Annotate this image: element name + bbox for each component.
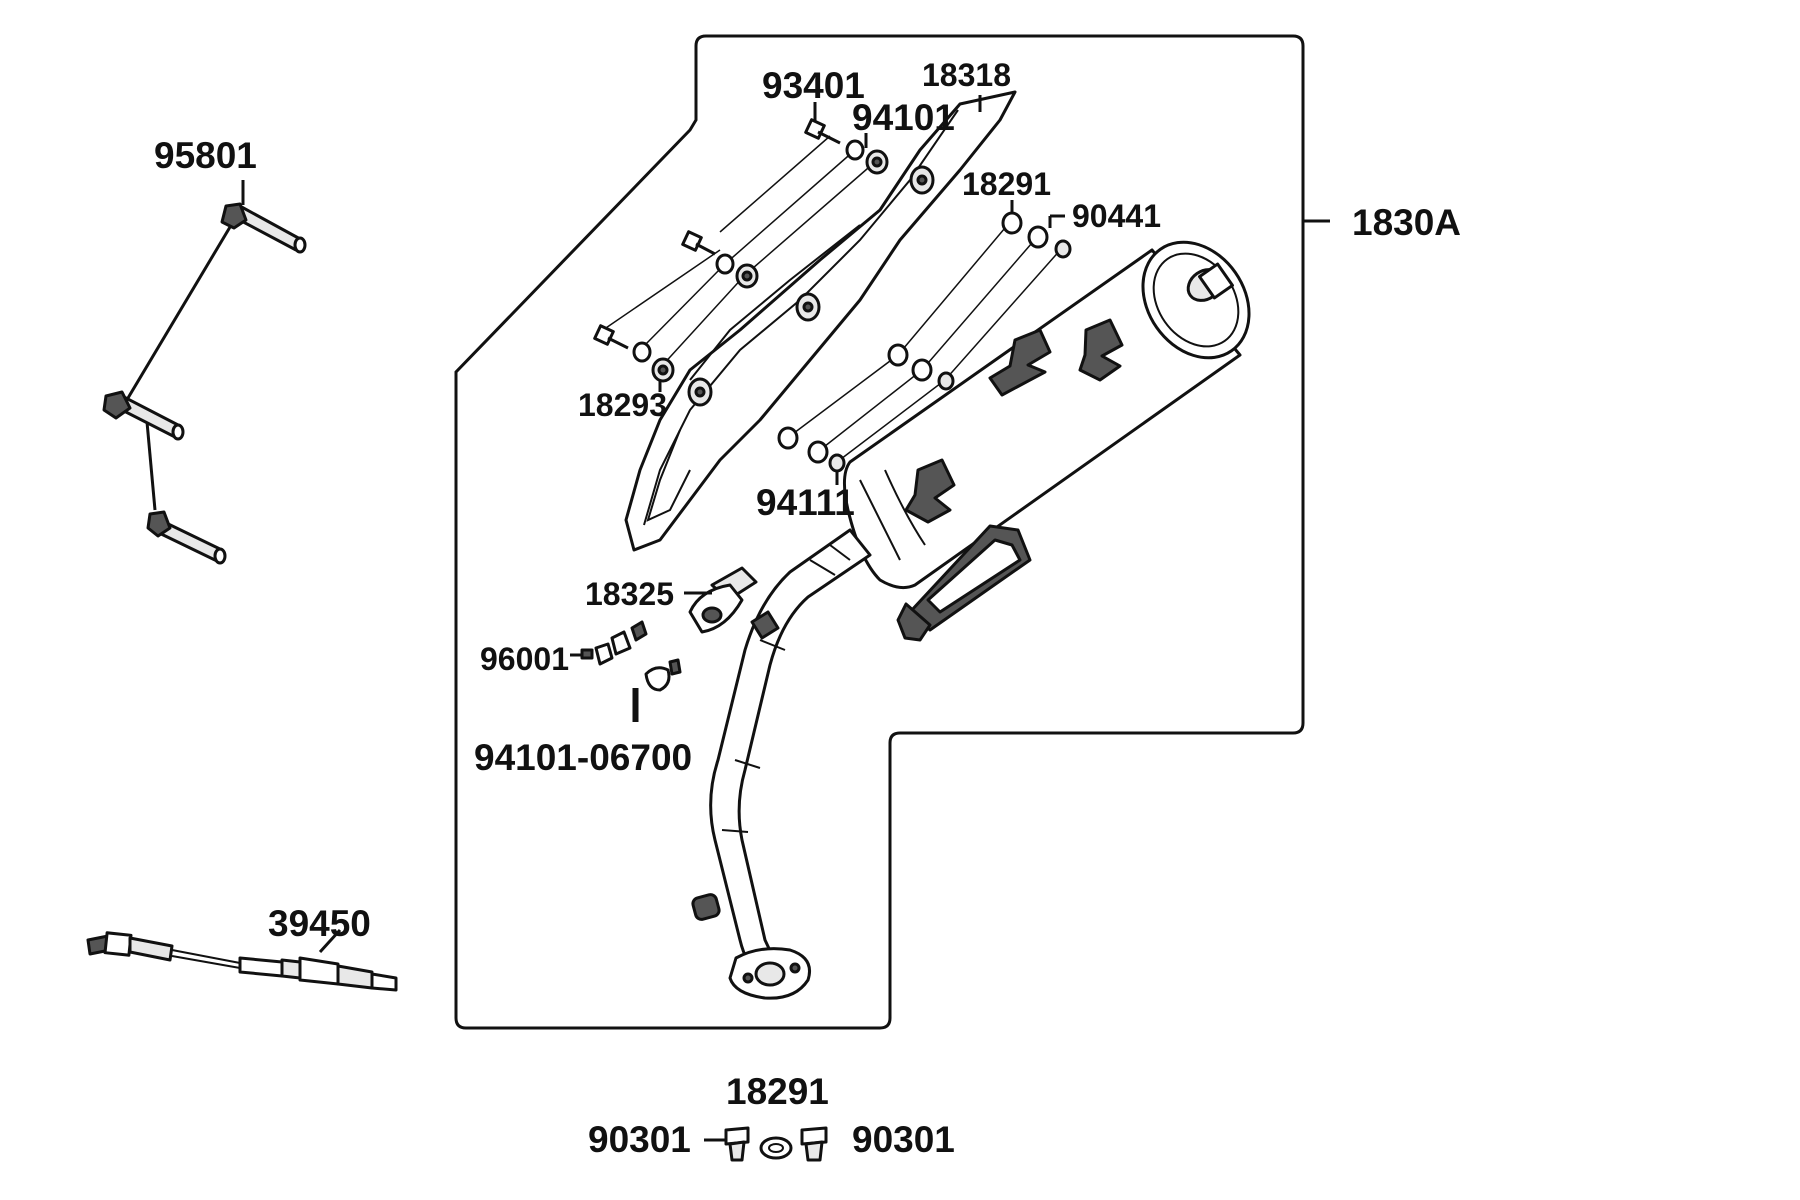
label-94101-06700: 94101-06700: [474, 737, 692, 778]
muffler: [843, 240, 1251, 642]
label-18318: 18318: [922, 57, 1011, 93]
label-90301-right: 90301: [852, 1119, 955, 1160]
label-18325: 18325: [585, 576, 674, 612]
label-94101: 94101: [852, 97, 955, 138]
heat-shield: [624, 90, 1017, 552]
label-93401: 93401: [762, 65, 865, 106]
muffler-mount-hardware: [777, 211, 1072, 473]
label-18293: 18293: [578, 387, 667, 423]
grommet-set: [724, 1126, 828, 1162]
label-1830A: 1830A: [1352, 202, 1461, 243]
assembly-outline: [454, 34, 1305, 1030]
label-96001: 96001: [480, 641, 569, 677]
flange-hardware: [580, 620, 682, 722]
studs: [102, 202, 307, 565]
label-90441: 90441: [1072, 198, 1161, 234]
shield-hardware: [593, 118, 889, 383]
label-39450: 39450: [268, 903, 371, 944]
oxygen-sensor: [86, 931, 398, 992]
gasket: [688, 566, 758, 634]
exhaust-pipe: [691, 528, 872, 1000]
label-95801: 95801: [154, 135, 257, 176]
label-18291-bottom: 18291: [726, 1071, 829, 1112]
label-90301-left: 90301: [588, 1119, 691, 1160]
label-18291-top: 18291: [962, 166, 1051, 202]
leader-39450: [318, 928, 342, 954]
label-94111: 94111: [756, 482, 855, 523]
